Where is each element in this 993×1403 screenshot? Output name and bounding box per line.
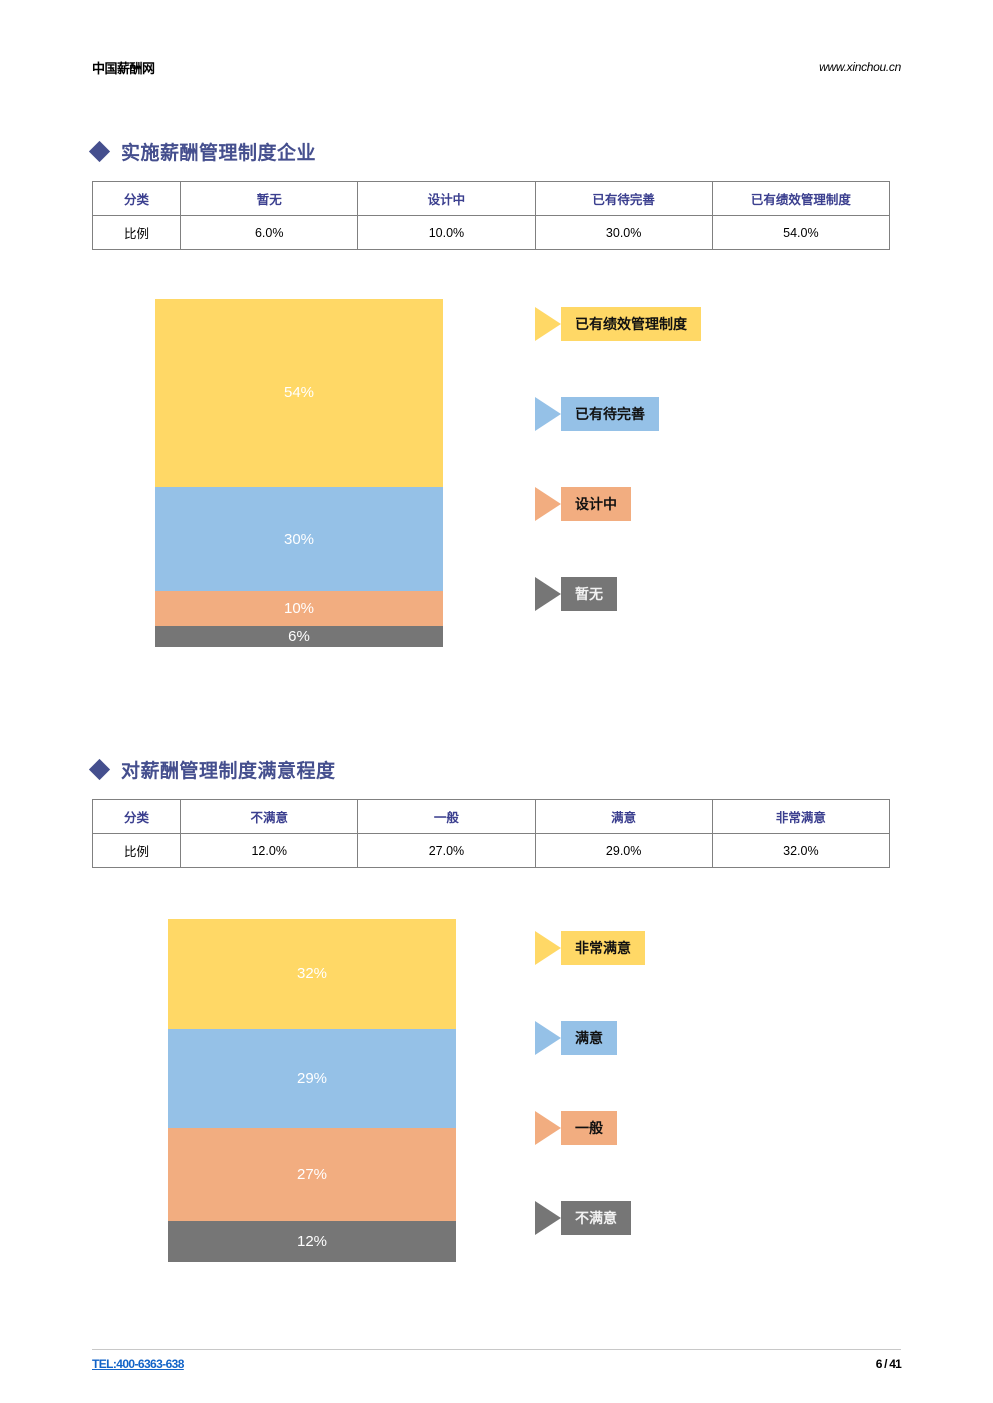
footer-divider — [92, 1349, 901, 1350]
triangle-right-icon — [535, 577, 561, 611]
bar-segment: 6% — [155, 626, 443, 647]
site-url: www.xinchou.cn — [819, 60, 901, 74]
legend-item[interactable]: 已有绩效管理制度 — [535, 307, 701, 341]
table-cell: 32.0% — [711, 833, 891, 868]
table-row: 比例 12.0% 27.0% 29.0% 32.0% — [91, 833, 891, 868]
bar-segment-label: 29% — [296, 1070, 328, 1087]
bar-segment: 30% — [155, 486, 443, 592]
legend-item[interactable]: 已有待完善 — [535, 397, 659, 431]
page-title: 实施薪酬管理制度企业 — [121, 143, 317, 164]
legend-item[interactable]: 非常满意 — [535, 931, 645, 965]
triangle-right-icon — [535, 1021, 561, 1055]
legend-item-label: 满意 — [561, 1021, 617, 1055]
table-header-cell: 分类 — [91, 181, 182, 216]
legend-item-label: 不满意 — [561, 1201, 631, 1235]
legend-item[interactable]: 不满意 — [535, 1201, 631, 1235]
table-row: 比例 6.0% 10.0% 30.0% 54.0% — [91, 215, 891, 250]
table-header-cell: 已有绩效管理制度 — [711, 181, 891, 216]
bar-segment-label: 10% — [283, 600, 315, 618]
table-cell: 29.0% — [534, 833, 713, 868]
section-satisfaction: 对薪酬管理制度满意程度 分类 不满意 一般 满意 非常满意 比例 12.0% 2… — [88, 756, 892, 868]
bar-segment-label: 12% — [296, 1232, 328, 1250]
bar-segment-label: 6% — [288, 628, 310, 646]
legend-item-label: 已有绩效管理制度 — [561, 307, 701, 341]
diamond-icon — [88, 758, 111, 781]
bar-segment: 32% — [168, 919, 456, 1029]
triangle-right-icon — [535, 1201, 561, 1235]
legend-item-label: 暂无 — [561, 577, 617, 611]
legend-item[interactable]: 暂无 — [535, 577, 617, 611]
chart-satisfaction: 32% 29% 27% 12% 非常满意满意一般不满意 — [92, 919, 892, 1264]
data-table: 分类 不满意 一般 满意 非常满意 比例 12.0% 27.0% 29.0% 3… — [91, 799, 891, 868]
table-header-cell: 暂无 — [180, 181, 359, 216]
table-cell: 6.0% — [180, 215, 359, 250]
chart-legend: 非常满意满意一般不满意 — [535, 931, 865, 1261]
data-table: 分类 暂无 设计中 已有待完善 已有绩效管理制度 比例 6.0% 10.0% 3… — [91, 181, 891, 250]
table-header-cell: 一般 — [357, 799, 536, 834]
table-header-cell: 已有待完善 — [534, 181, 713, 216]
legend-item-label: 设计中 — [561, 487, 631, 521]
table-header-cell: 不满意 — [180, 799, 359, 834]
table-cell: 30.0% — [534, 215, 713, 250]
section-heading: 实施薪酬管理制度企业 — [88, 138, 892, 165]
bar-segment-label: 54% — [283, 384, 315, 402]
site-brand: 中国薪酬网 — [92, 61, 155, 76]
table-cell: 12.0% — [180, 833, 359, 868]
table-cell: 10.0% — [357, 215, 536, 250]
bar-segment-label: 27% — [296, 1166, 328, 1184]
bar-segment-label: 30% — [283, 530, 315, 548]
bar-segment: 10% — [155, 591, 443, 627]
legend-item[interactable]: 一般 — [535, 1111, 617, 1145]
table-cell: 比例 — [91, 833, 182, 868]
section-heading: 对薪酬管理制度满意程度 — [88, 756, 892, 783]
triangle-right-icon — [535, 1111, 561, 1145]
bar-segment: 27% — [168, 1128, 456, 1221]
section-implementation: 实施薪酬管理制度企业 分类 暂无 设计中 已有待完善 已有绩效管理制度 比例 6… — [88, 138, 892, 250]
table-header-cell: 满意 — [534, 799, 713, 834]
table-header-cell: 分类 — [91, 799, 182, 834]
bar-segment: 54% — [155, 299, 443, 487]
chart-legend: 已有绩效管理制度已有待完善设计中暂无 — [535, 307, 865, 637]
chart-implementation: 54% 30% 10% 6% 已有绩效管理制度已有待完善设计中暂无 — [92, 299, 892, 649]
table-header-row: 分类 暂无 设计中 已有待完善 已有绩效管理制度 — [91, 181, 891, 216]
legend-item-label: 已有待完善 — [561, 397, 659, 431]
bar-segment-label: 32% — [296, 965, 328, 983]
triangle-right-icon — [535, 307, 561, 341]
page-number: 6 / 41 — [875, 1357, 902, 1371]
table-cell: 54.0% — [711, 215, 891, 250]
page-title: 对薪酬管理制度满意程度 — [121, 761, 336, 782]
table-header-cell: 非常满意 — [711, 799, 891, 834]
telephone-link[interactable]: TEL:400-6363-638 — [92, 1357, 184, 1371]
bar-segment: 29% — [168, 1028, 456, 1129]
legend-item[interactable]: 设计中 — [535, 487, 631, 521]
legend-item-label: 一般 — [561, 1111, 617, 1145]
triangle-right-icon — [535, 487, 561, 521]
page-header: 中国薪酬网 www.xinchou.cn — [92, 58, 901, 84]
triangle-right-icon — [535, 397, 561, 431]
page-footer: TEL:400-6363-638 6 / 41 — [92, 1349, 902, 1373]
table-cell: 27.0% — [357, 833, 536, 868]
bar-segment: 12% — [168, 1220, 456, 1262]
table-header-cell: 设计中 — [357, 181, 536, 216]
stacked-bar-chart: 32% 29% 27% 12% — [168, 919, 456, 1262]
legend-item[interactable]: 满意 — [535, 1021, 617, 1055]
legend-item-label: 非常满意 — [561, 931, 645, 965]
diamond-icon — [88, 140, 111, 163]
table-cell: 比例 — [91, 215, 182, 250]
triangle-right-icon — [535, 931, 561, 965]
table-header-row: 分类 不满意 一般 满意 非常满意 — [91, 799, 891, 834]
stacked-bar-chart: 54% 30% 10% 6% — [155, 299, 443, 647]
